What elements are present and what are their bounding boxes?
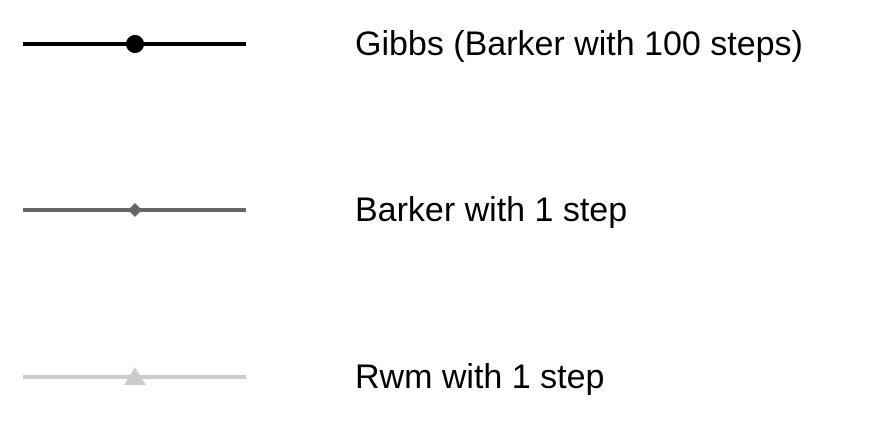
legend-label-barker: Barker with 1 step — [355, 191, 628, 229]
legend-marker-rwm — [124, 367, 146, 385]
legend-label-gibbs: Gibbs (Barker with 100 steps) — [355, 25, 803, 63]
legend-label-rwm: Rwm with 1 step — [355, 358, 605, 396]
legend-key-barker — [23, 203, 246, 217]
legend-key-rwm — [23, 367, 246, 385]
legend-marker-gibbs — [126, 35, 144, 53]
legend-marker-barker — [128, 203, 142, 217]
legend-key-gibbs — [23, 35, 246, 53]
legend-entry-rwm: Rwm with 1 step — [0, 347, 876, 407]
legend-entry-barker: Barker with 1 step — [0, 180, 876, 240]
legend-entry-gibbs: Gibbs (Barker with 100 steps) — [0, 14, 876, 74]
